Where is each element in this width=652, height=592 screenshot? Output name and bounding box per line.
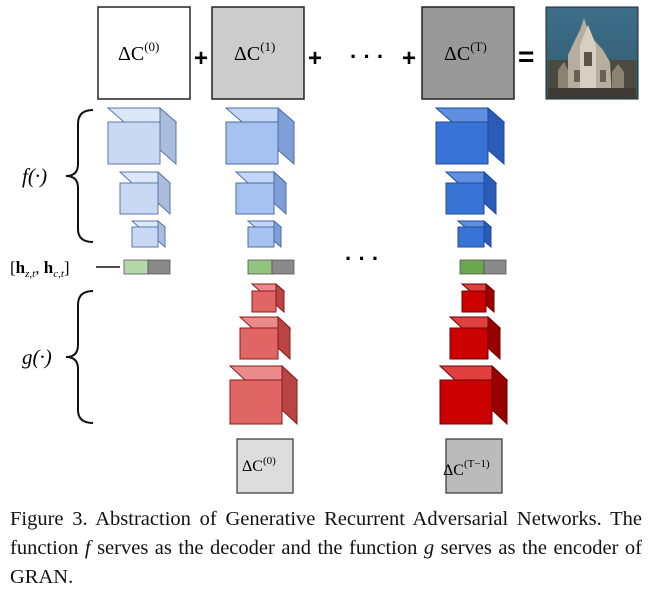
plus-sign-2: +	[308, 45, 322, 72]
decoder-cube-small	[130, 219, 167, 249]
decoder-cube-large	[434, 106, 506, 166]
hidden-state-bars: · · ·	[123, 246, 507, 275]
decoder-cube-medium	[118, 170, 172, 216]
decoder-cube-large	[224, 106, 296, 166]
encoder-cube-large	[438, 364, 509, 426]
delta-box-T	[421, 6, 515, 100]
bottom-delta-box-T-minus-1	[445, 438, 503, 494]
encoder-label-group: g(·)	[22, 290, 94, 424]
encoder-column-T	[438, 282, 509, 426]
encoder-label: g(·)	[22, 345, 52, 369]
hidden-state-bar-T	[459, 259, 507, 275]
generated-image	[545, 6, 639, 100]
bottom-delta-box-0-label: ΔC(0)	[242, 455, 276, 475]
delta-box-0	[97, 6, 191, 100]
delta-box-T-label: ΔC(T)	[444, 39, 487, 65]
encoder-cube-medium	[448, 315, 502, 361]
encoder-column-1	[228, 282, 299, 426]
caption-g: g	[423, 537, 435, 559]
delta-box-1	[211, 6, 305, 100]
decoder-column-1	[224, 106, 296, 249]
delta-box-1-label: ΔC(1)	[234, 39, 275, 65]
top-ellipsis: · · ·	[350, 44, 384, 69]
hidden-state-bar-0	[123, 259, 171, 275]
middle-ellipsis: · · ·	[345, 246, 379, 271]
figure-caption: Figure 3. Abstraction of Generative Recu…	[10, 505, 642, 592]
decoder-label-group: f(·)	[22, 109, 94, 243]
decoder-cube-medium	[444, 170, 498, 216]
decoder-cube-large	[106, 106, 178, 166]
caption-prefix: Figure 3. Abstraction of Generative Recu…	[10, 508, 642, 559]
encoder-cube-large	[228, 364, 299, 426]
decoder-label: f(·)	[22, 164, 47, 188]
equals-sign: =	[518, 41, 534, 72]
plus-sign-1: +	[194, 45, 208, 72]
encoder-cube-medium	[238, 315, 292, 361]
bottom-delta-box-0	[236, 438, 294, 494]
delta-box-0-label: ΔC(0)	[118, 39, 159, 65]
caption-middle: serves as the decoder and the function	[90, 537, 424, 559]
decoder-column-0	[106, 106, 178, 249]
bottom-delta-box-T-minus-1-label: ΔC(T−1)	[443, 458, 490, 479]
hidden-state-label: [hz,t, hc,t]	[10, 258, 70, 280]
top-row: ΔC(0) + ΔC(1) + · · · + ΔC(T) =	[97, 6, 639, 100]
bottom-row: ΔC(0) ΔC(T−1)	[236, 438, 503, 494]
decoder-cube-small	[456, 219, 493, 249]
decoder-cube-medium	[234, 170, 288, 216]
hidden-state-bar-1	[247, 259, 295, 275]
encoder-brace	[65, 290, 94, 424]
encoder-cube-small	[460, 282, 496, 314]
caption-f: f	[84, 537, 91, 559]
decoder-cube-small	[246, 219, 283, 249]
encoder-cube-small	[250, 282, 286, 314]
decoder-brace	[65, 109, 94, 243]
caption-suffix: serves as the encoder of GRAN.	[10, 537, 642, 588]
plus-sign-3: +	[402, 45, 416, 72]
decoder-column-T	[434, 106, 506, 249]
hidden-state-label-group: [hz,t, hc,t]	[10, 258, 120, 280]
